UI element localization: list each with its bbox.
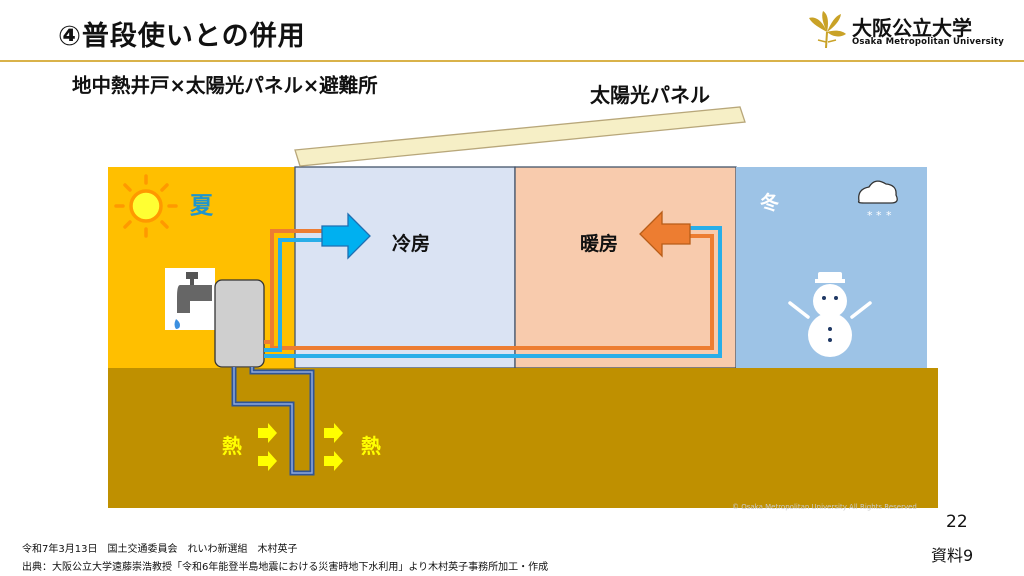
title-divider [0,60,1024,62]
warm-pipe [264,229,714,350]
sun-icon [114,174,178,238]
cooling-label: 冷房 [392,233,431,255]
svg-text:*: * [886,209,892,222]
heating-label: 暖房 [580,233,619,255]
snow-cloud-icon: * * * [857,180,898,222]
heating-room [514,166,737,369]
logo-name-en: Osaka Metropolitan University [852,37,1004,47]
summer-label: 夏 [190,193,213,219]
ground [108,368,938,508]
faucet-icon [165,268,215,330]
cool-pipe [264,226,722,358]
logo-name-jp: 大阪公立大学 [852,16,972,40]
slide-subtitle: 地中熱井戸×太陽光パネル×避難所 [72,74,378,97]
heat-label-right: 熱 [361,434,381,458]
copyright-watermark: © Osaka Metropolitan University All Righ… [732,503,917,511]
footer-line-1: 令和7年3月13日 国土交通委員会 れいわ新選組 木村英子 [22,544,298,555]
cooling-room [294,166,516,369]
document-label: 資料9 [931,546,974,565]
right-arrow-icon [321,212,371,260]
university-logo: 大阪公立大学 Osaka Metropolitan University [806,10,1006,50]
ginkgo-leaf-icon [809,11,846,49]
heat-arrows [258,423,343,471]
slide-title: ④普段使いとの併用 [58,21,306,52]
winter-label: 冬 [760,192,780,214]
solar-panel [294,106,746,167]
solar-panel-label: 太陽光パネル [590,83,710,107]
svg-text:*: * [876,209,882,222]
heat-pump-unit [214,279,265,368]
heat-label-left: 熱 [222,434,242,458]
water-drop-icon [174,319,180,329]
geothermal-diagram: * * * [108,106,938,508]
svg-text:*: * [867,209,873,222]
footer-line-2: 出典：大阪公立大学遠藤崇浩教授「令和6年能登半島地震における災害時地下水利用」よ… [22,562,549,573]
left-arrow-icon [639,210,691,258]
page-number: 22 [946,512,968,532]
snowman-icon [788,272,872,357]
